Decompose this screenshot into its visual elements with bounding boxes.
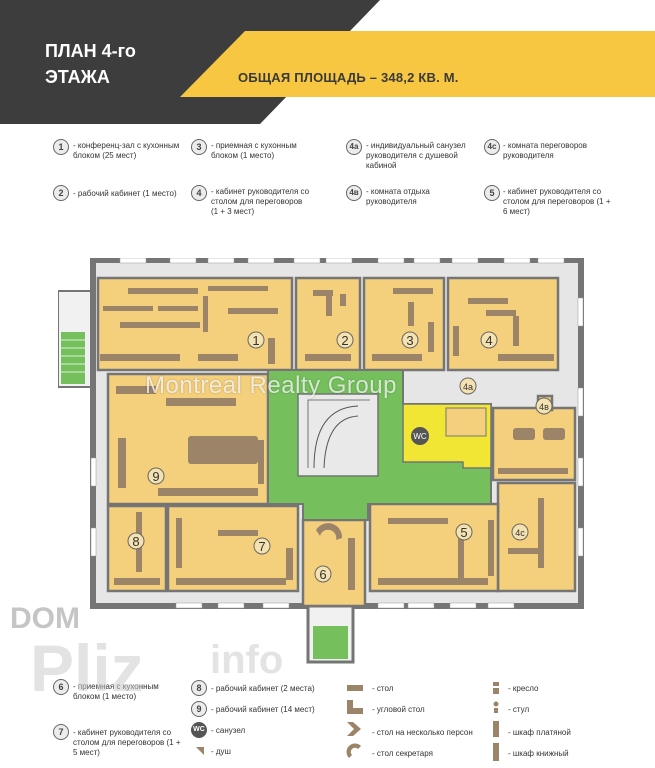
- legend-text-shower: - душ: [211, 747, 231, 756]
- armchair-icon: [493, 682, 499, 694]
- legend-text-8: - рабочий кабинет (2 места): [211, 684, 315, 693]
- legend-badge-5: 5: [484, 185, 500, 201]
- room-label-8: 8: [132, 534, 139, 549]
- legend-badge-1: 1: [53, 139, 69, 155]
- room-label-2: 2: [341, 333, 348, 348]
- legend-text-3: - приемная с кухонным блоком (1 место): [211, 141, 297, 160]
- room-label-6: 6: [319, 567, 326, 582]
- legend-text-6: - приемная с кухонным блоком (1 место): [73, 682, 159, 701]
- windows: [90, 258, 584, 609]
- stair-rail: [307, 399, 370, 468]
- room-label-wc: WC: [413, 432, 427, 441]
- secretary-desk-icon: [346, 743, 361, 758]
- legend-badge-4a: 4а: [346, 139, 362, 155]
- legend-text-1: - конференц-зал с кухонным блоком (25 ме…: [73, 141, 180, 160]
- corner-table-icon: [347, 700, 363, 714]
- site-watermark-pliz: Pliz: [30, 631, 144, 705]
- legend-text-chair: - стул: [508, 705, 530, 714]
- legend-badge-7: 7: [53, 724, 69, 740]
- legend-text-table: - стол: [372, 684, 394, 693]
- annex-steps: [61, 339, 85, 373]
- chair-icon: [493, 701, 499, 713]
- room-label-9: 9: [152, 469, 159, 484]
- legend-text-9: - рабочий кабинет (14 мест): [211, 705, 315, 714]
- legend-text-4a: - индивидуальный санузел руководителя с …: [366, 141, 466, 170]
- stairwell: [297, 393, 379, 477]
- stair-curve: [313, 405, 359, 469]
- room-label-1: 1: [252, 333, 259, 348]
- legend-badge-8: 8: [191, 680, 207, 696]
- room-7: [166, 504, 300, 593]
- header-shapes: [0, 0, 655, 124]
- legend-text-4: - кабинет руководителя со столом для пер…: [211, 187, 310, 216]
- annex-stairs: [61, 332, 85, 384]
- header-banner: [0, 0, 655, 124]
- watermark-text: Montreal Realty Group: [145, 372, 397, 399]
- legend-badge-9: 9: [191, 701, 207, 717]
- room-4c-lower: [496, 481, 577, 593]
- room-label-4c: 4с: [515, 528, 525, 538]
- legend-text-wardrobe: - шкаф платяной: [508, 728, 571, 737]
- room-label-7: 7: [258, 539, 265, 554]
- legend-text-2: - рабочий кабинет (1 место): [73, 189, 177, 198]
- legend-badge-4: 4: [191, 185, 207, 201]
- legend-text-7: - кабинет руководителя со столом для пер…: [73, 728, 181, 757]
- room-6: [301, 518, 367, 608]
- page-title: ПЛАН 4-го ЭТАЖА: [45, 41, 136, 87]
- legend-text-wc: - санузел: [211, 726, 246, 735]
- legend-badge-3: 3: [191, 139, 207, 155]
- room-4a: [445, 407, 487, 437]
- total-area: ОБЩАЯ ПЛОЩАДЬ – 348,2 КВ. М.: [238, 70, 459, 85]
- legend-badge-4b: 4в: [346, 185, 362, 201]
- room-5: [368, 502, 500, 593]
- legend-badge-6: 6: [53, 679, 69, 695]
- legend-text-multi-table: - стол на несколько персон: [372, 728, 473, 737]
- legend-badge-4c: 4с: [484, 139, 500, 155]
- legend-text-bookcase: - шкаф книжный: [508, 749, 569, 758]
- legend-text-4b: - комната отдыха руководителя: [366, 187, 430, 206]
- legend-badge-2: 2: [53, 185, 69, 201]
- legend-text-5: - кабинет руководителя со столом для пер…: [503, 187, 611, 216]
- table-icon: [347, 685, 363, 691]
- legend-text-secretary-desk: - стол секретаря: [372, 749, 433, 758]
- room-label-3: 3: [406, 333, 413, 348]
- floor-plan: 1 2 3 4 4а 4в 4с 5 6 7 8 9 WC: [58, 258, 584, 664]
- room-label-5: 5: [460, 525, 467, 540]
- bookcase-icon: [493, 743, 499, 761]
- shower-icon: [196, 747, 204, 755]
- room-label-4: 4: [485, 333, 492, 348]
- site-watermark-info: info: [210, 638, 284, 682]
- legend-badge-wc: WC: [191, 722, 207, 738]
- legend-text-4c: - комната переговоров руководителя: [503, 141, 587, 160]
- multi-person-table-icon: [347, 722, 361, 736]
- legend-text-corner-table: - угловой стол: [372, 705, 425, 714]
- site-watermark-dom: DOM: [10, 602, 80, 635]
- entrance-lift: [313, 626, 348, 659]
- room-labels: 1 2 3 4 4а 4в 4с 5 6 7 8 9 WC: [127, 331, 553, 583]
- legend-text-armchair: - кресло: [508, 684, 539, 693]
- wardrobe-icon: [493, 721, 499, 737]
- room-label-4a: 4а: [463, 382, 473, 392]
- room-label-4b: 4в: [539, 402, 549, 412]
